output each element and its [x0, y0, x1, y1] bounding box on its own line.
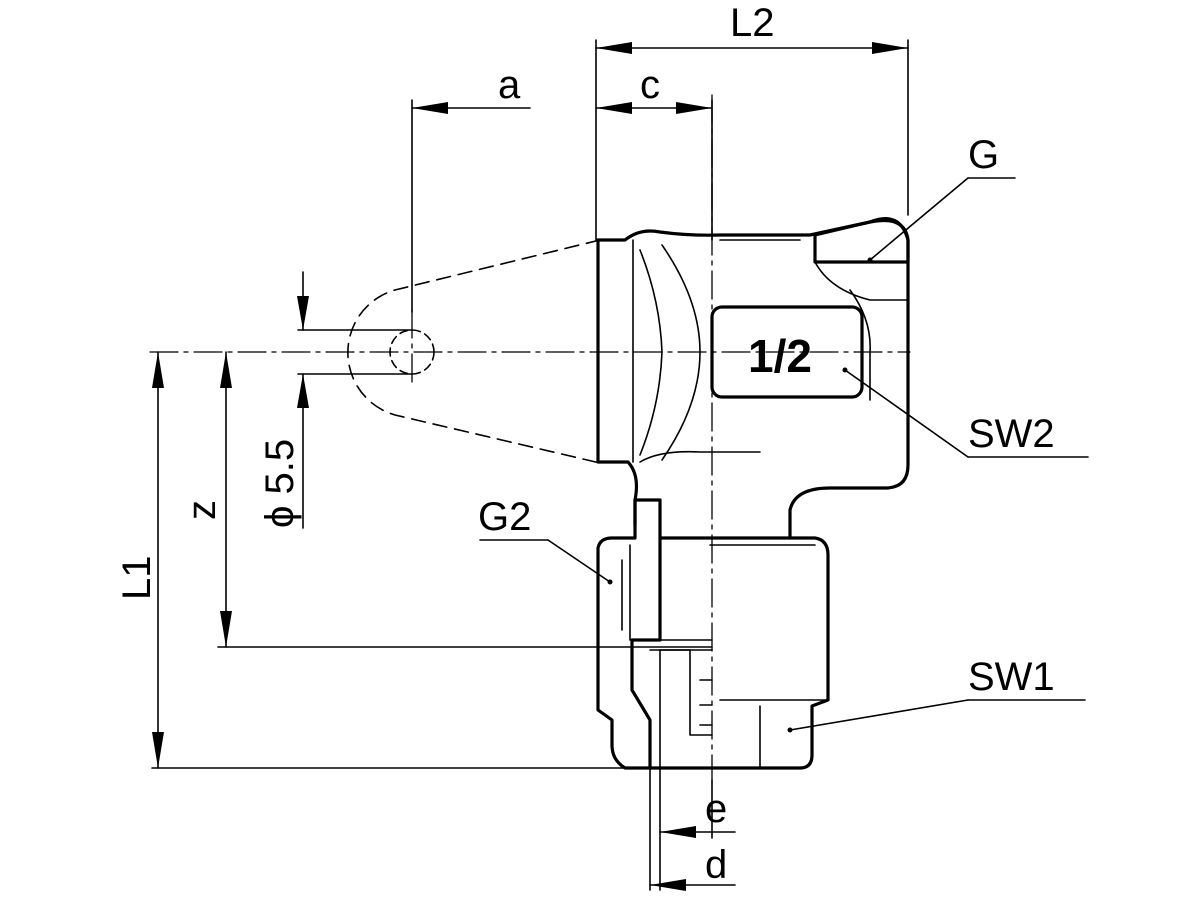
- lower-nut: [596, 498, 830, 770]
- label-size-marking: 1/2: [748, 330, 812, 382]
- sw2-flat: [710, 305, 864, 399]
- label-sw1: SW1: [968, 655, 1055, 699]
- leader-g2: [547, 539, 611, 583]
- label-l2: L2: [730, 1, 775, 45]
- label-a: a: [498, 63, 521, 107]
- leader-sw1: [789, 699, 969, 731]
- label-c: c: [640, 63, 660, 107]
- dim-z: [217, 351, 713, 648]
- label-g: G: [968, 133, 999, 177]
- dim-e: [659, 767, 736, 891]
- center-lines: [149, 94, 911, 781]
- dim-l2: [595, 39, 909, 241]
- label-g2: G2: [478, 495, 531, 539]
- g-section: [813, 217, 910, 264]
- dim-l1: [151, 351, 626, 769]
- label-sw2: SW2: [968, 412, 1055, 456]
- dim-diameter: [297, 271, 413, 529]
- leader-sw2: [844, 369, 969, 458]
- dim-d: [649, 767, 736, 891]
- label-e: e: [705, 787, 727, 831]
- label-d: d: [705, 843, 727, 887]
- labels: L2 a c G 1/2 SW2 ϕ 5.5 z G2 L1 SW1 e d: [115, 1, 1055, 887]
- g2-section: [596, 498, 662, 770]
- label-diameter: ϕ 5.5: [258, 439, 302, 528]
- leaders: [479, 177, 1089, 733]
- label-l1: L1: [115, 556, 159, 601]
- label-z: z: [180, 500, 224, 520]
- dim-c: [595, 99, 713, 241]
- dim-a: [411, 99, 531, 313]
- leader-g: [869, 177, 969, 261]
